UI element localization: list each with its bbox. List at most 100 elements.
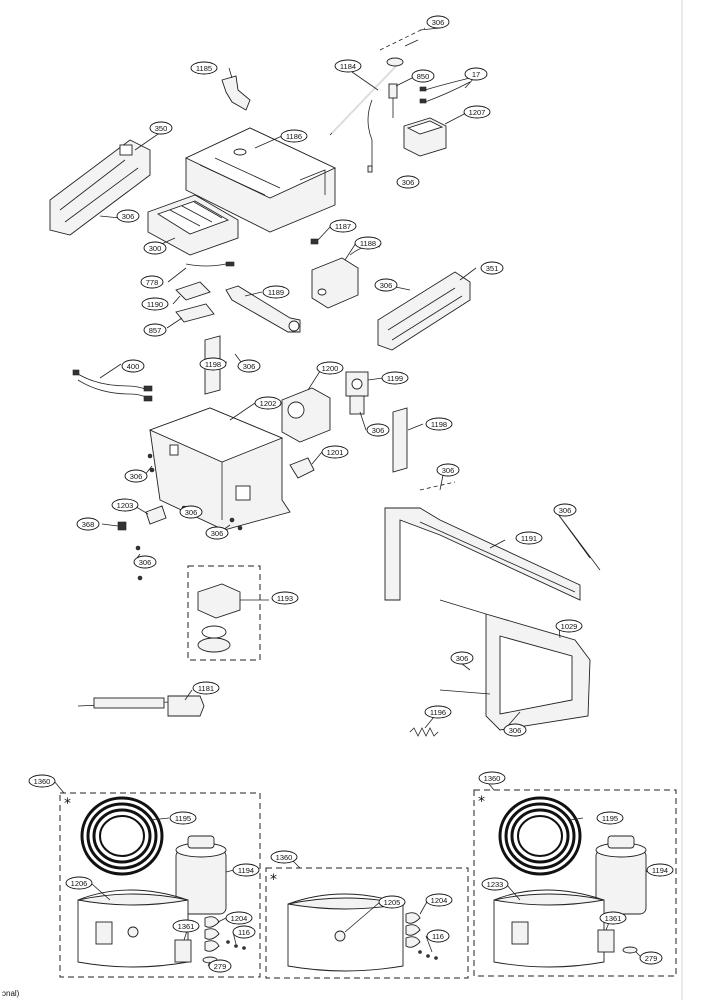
callout-bubble <box>646 863 674 877</box>
callout-1360: 1360 <box>270 850 298 864</box>
callout-306: 306 <box>426 15 450 29</box>
callout-306: 306 <box>205 526 229 540</box>
callout-label: 850 <box>417 72 430 81</box>
callout-1186: 1186 <box>280 129 308 143</box>
callout-400: 400 <box>121 359 145 373</box>
part-1184-auger <box>329 57 404 173</box>
callout-bubble <box>481 877 509 891</box>
callout-label: 1195 <box>602 814 618 823</box>
part-1185-elbow <box>221 75 251 111</box>
callout-bubble <box>179 505 203 519</box>
callout-bubble <box>426 929 450 943</box>
callout-1360: 1360 <box>28 774 56 788</box>
callout-306: 306 <box>436 463 460 477</box>
part-1188-motor <box>311 245 381 309</box>
kit-middle-contents <box>287 893 438 972</box>
callout-bubble <box>503 723 527 737</box>
bag-right <box>493 889 605 968</box>
callout-bubble <box>426 15 450 29</box>
callout-bubble <box>378 895 406 909</box>
callout-label: 1187 <box>335 222 351 231</box>
callout-bubble <box>463 105 491 119</box>
callout-bubble <box>237 359 261 373</box>
callout-bubble <box>366 423 390 437</box>
callout-label: 1233 <box>487 880 504 889</box>
callout-bubble <box>232 863 260 877</box>
callout-label: 1360 <box>34 777 51 786</box>
callout-778: 778 <box>140 275 164 289</box>
callout-label: 1360 <box>276 853 293 862</box>
callout-bubble <box>208 959 232 973</box>
callout-bubble <box>124 469 148 483</box>
callout-306: 306 <box>124 469 148 483</box>
callout-bubble <box>140 275 164 289</box>
callout-1207: 1207 <box>463 105 491 119</box>
callout-1206: 1206 <box>65 876 93 890</box>
callout-306: 306 <box>374 278 398 292</box>
callout-17: 17 <box>464 67 488 81</box>
callout-1204: 1204 <box>225 911 253 925</box>
callout-label: 1196 <box>430 708 446 717</box>
callout-bubble <box>553 503 577 517</box>
callout-label: 1202 <box>260 399 277 408</box>
callout-bubble <box>232 925 256 939</box>
callout-350: 350 <box>149 121 173 135</box>
callout-label: 306 <box>432 18 445 27</box>
filter-canister-right <box>595 835 647 915</box>
callout-label: 1189 <box>268 288 284 297</box>
kit-box-left <box>59 792 261 978</box>
callout-1187: 1187 <box>329 219 357 233</box>
callout-bubble <box>480 261 504 275</box>
callout-label: 306 <box>211 529 224 538</box>
callout-bubble <box>149 121 173 135</box>
callout-label: 306 <box>509 726 522 735</box>
callout-bubble <box>271 591 299 605</box>
callout-label: 306 <box>380 281 393 290</box>
part-1187-clip <box>310 238 319 245</box>
callout-1198: 1198 <box>425 417 453 431</box>
callout-bubble <box>141 297 169 311</box>
callout-1361: 1361 <box>599 911 627 925</box>
callout-279: 279 <box>639 951 663 965</box>
callout-label: 778 <box>146 278 159 287</box>
callout-116: 116 <box>426 929 450 943</box>
callout-bubble <box>316 361 344 375</box>
callout-1198: 1198 <box>199 357 227 371</box>
callout-1194: 1194 <box>232 863 260 877</box>
callout-label: 1204 <box>431 896 448 905</box>
callout-bubble <box>464 67 488 81</box>
callout-1201: 1201 <box>321 445 349 459</box>
callout-279: 279 <box>208 959 232 973</box>
part-368 <box>117 521 127 531</box>
callout-label: 306 <box>372 426 385 435</box>
callout-label: 306 <box>442 466 455 475</box>
callout-label: 306 <box>456 654 469 663</box>
callout-bubble <box>450 651 474 665</box>
kit-marker-left: * <box>64 796 71 812</box>
callout-306: 306 <box>450 651 474 665</box>
callout-1196: 1196 <box>424 705 452 719</box>
callout-bubble <box>425 417 453 431</box>
callout-857: 857 <box>143 323 167 337</box>
callout-bubble <box>262 285 290 299</box>
callout-1195: 1195 <box>169 811 197 825</box>
part-1186-housing <box>184 127 337 233</box>
callout-1205: 1205 <box>378 895 406 909</box>
callout-850: 850 <box>411 69 435 83</box>
callout-label: 1190 <box>147 300 163 309</box>
callout-label: 1361 <box>605 914 622 923</box>
callout-bubble <box>555 619 583 633</box>
part-1189-arm <box>225 285 301 333</box>
callout-306: 306 <box>396 175 420 189</box>
part-1199-valve <box>345 371 369 415</box>
callout-label: 306 <box>559 506 572 515</box>
callout-bubble <box>411 69 435 83</box>
callout-label: 400 <box>127 362 140 371</box>
callout-label: 1198 <box>205 360 221 369</box>
callout-bubble <box>192 681 220 695</box>
callout-bubble <box>133 555 157 569</box>
callout-1188: 1188 <box>354 236 382 250</box>
callout-label: 1195 <box>175 814 191 823</box>
callout-306: 306 <box>179 505 203 519</box>
